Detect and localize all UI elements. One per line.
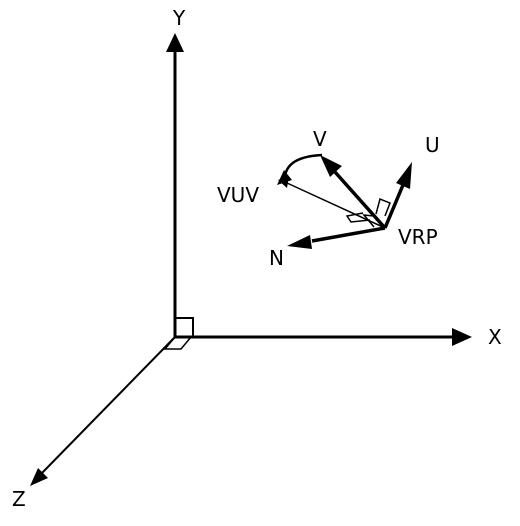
n-vector-line xyxy=(311,226,386,243)
u-vector-arrowhead xyxy=(396,162,412,189)
z-axis-arrowhead xyxy=(30,468,48,486)
u-vector-line xyxy=(383,184,405,229)
world-axes: Y X Z xyxy=(12,6,502,511)
vrp-right-angle-marker-2 xyxy=(375,197,391,217)
y-axis-arrowhead xyxy=(166,33,184,52)
vrp-right-angle-marker-3 xyxy=(345,212,371,223)
xz-right-angle-marker xyxy=(163,336,192,350)
u-vector-label: U xyxy=(425,133,440,157)
n-vector-label: N xyxy=(269,246,284,270)
vrp-point-label: VRP xyxy=(398,225,438,249)
rotation-arc-arrowhead xyxy=(277,170,292,185)
vuv-vector-line xyxy=(286,182,386,229)
z-axis-line xyxy=(41,336,176,474)
n-vector-arrowhead xyxy=(287,235,312,249)
vuv-vector-label: VUV xyxy=(217,183,259,207)
xy-right-angle-marker xyxy=(175,317,194,337)
v-vector-label: V xyxy=(313,127,327,151)
v-vector-arrowhead xyxy=(320,155,342,177)
x-axis-arrowhead xyxy=(452,328,472,346)
v-vector-line xyxy=(333,170,387,230)
x-axis-label: X xyxy=(488,325,502,349)
vrp-right-angle-marker-1 xyxy=(362,214,375,228)
z-axis-label: Z xyxy=(12,487,26,511)
y-axis-label: Y xyxy=(172,6,186,30)
view-frame: U V N VUV VRP xyxy=(217,127,440,270)
